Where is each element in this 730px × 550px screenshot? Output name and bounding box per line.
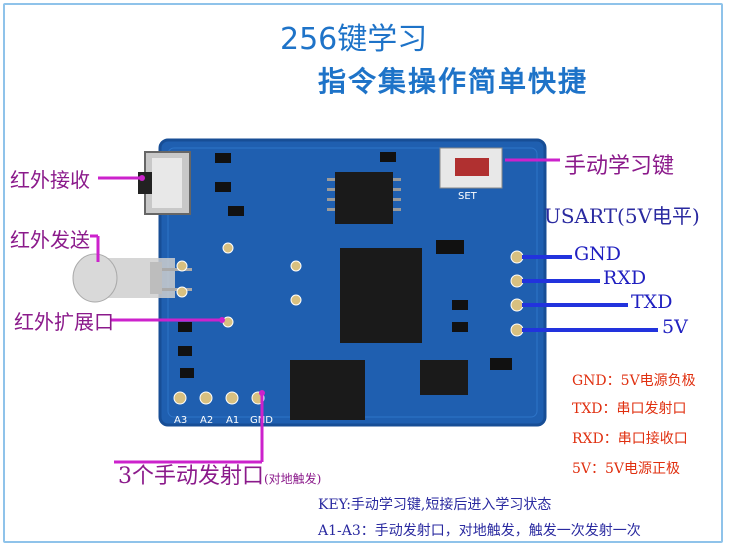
silk-a3: A3 — [174, 415, 187, 426]
image-frame — [3, 3, 723, 543]
callout-ir-extend: 红外扩展口 — [14, 310, 114, 334]
silk-a1: A1 — [226, 415, 239, 426]
title-line-2: 指令集操作简单快捷 — [318, 65, 589, 98]
ir-led — [72, 253, 192, 303]
callout-manual-ports: 3个手动发射口(对地触发) — [118, 458, 321, 490]
callout-ir-send: 红外发送 — [10, 228, 90, 252]
legend-5v: 5V：5V电源正极 — [572, 461, 681, 477]
callout-learn-key: 手动学习键 — [564, 154, 675, 179]
note-a1a3: A1-A3：手动发射口，对地触发，触发一次发射一次 — [318, 523, 641, 539]
manual-ports-label: 3个手动发射口 — [118, 464, 264, 489]
legend-gnd: GND：5V电源负极 — [572, 373, 696, 389]
pin-rxd: RXD — [603, 267, 647, 289]
manual-ports-note: (对地触发) — [264, 472, 322, 486]
note-key: KEY:手动学习键,短接后进入学习状态 — [318, 497, 552, 513]
chip-top — [290, 172, 468, 420]
pin-txd: TXD — [631, 291, 673, 313]
set-switch — [439, 147, 503, 189]
ir-receiver — [138, 151, 191, 215]
pin-gnd: GND — [574, 243, 622, 265]
legend-rxd: RXD：串口接收口 — [572, 431, 688, 447]
callout-usart: USART(5V电平) — [544, 204, 700, 228]
callout-dots — [139, 175, 265, 396]
pin-5v: 5V — [662, 316, 688, 338]
callout-lines — [90, 158, 560, 464]
title-line-1: 256键学习 — [280, 22, 428, 57]
silk-set: SET — [458, 191, 478, 202]
pin-lines — [522, 255, 658, 332]
legend-txd: TXD：串口发射口 — [572, 401, 687, 417]
silk-a2: A2 — [200, 415, 213, 426]
callout-ir-receive: 红外接收 — [10, 168, 90, 192]
